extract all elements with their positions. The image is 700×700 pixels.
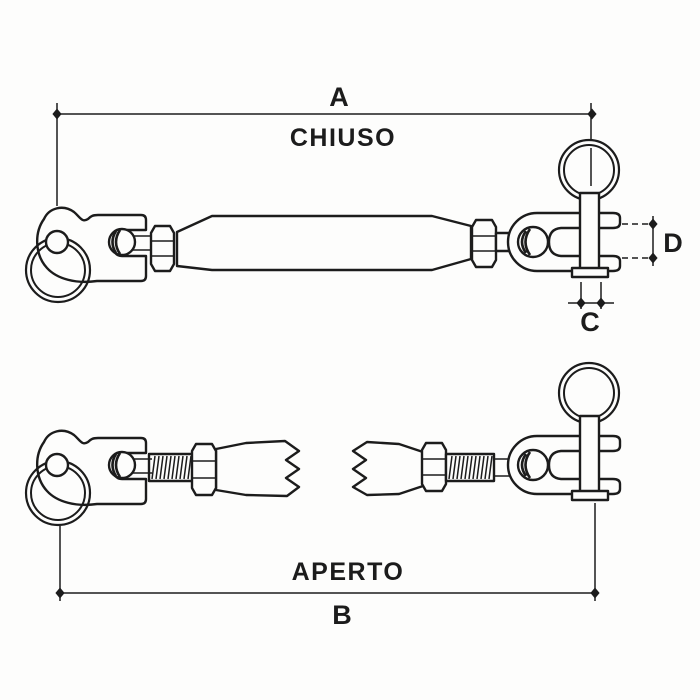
lock-nut-right-open bbox=[420, 441, 448, 493]
thread-hatching bbox=[151, 455, 192, 480]
dimension-b-label: B bbox=[332, 600, 352, 630]
dimension-a bbox=[52, 103, 597, 206]
dimension-d bbox=[622, 216, 658, 266]
dimension-c-label: C bbox=[580, 307, 600, 337]
dimension-c bbox=[568, 282, 614, 309]
closed-view bbox=[24, 103, 658, 309]
closed-body-tube bbox=[175, 214, 473, 272]
lock-nut-left bbox=[149, 224, 176, 273]
dashed-extension-lines bbox=[622, 223, 648, 259]
lock-nut-left-open bbox=[190, 442, 218, 497]
thread-hatching bbox=[448, 455, 493, 480]
broken-body-right bbox=[351, 440, 425, 497]
closed-view-caption: CHIUSO bbox=[290, 124, 396, 152]
threaded-stud-right bbox=[444, 452, 511, 483]
open-view bbox=[24, 361, 622, 601]
lock-nut-right bbox=[470, 218, 498, 269]
threaded-stud-left bbox=[147, 452, 196, 483]
dimension-d-label: D bbox=[663, 228, 683, 258]
dimension-b bbox=[55, 503, 600, 601]
open-view-caption: APERTO bbox=[292, 558, 405, 586]
dimension-a-label: A bbox=[329, 82, 349, 112]
broken-body-left bbox=[214, 439, 301, 498]
